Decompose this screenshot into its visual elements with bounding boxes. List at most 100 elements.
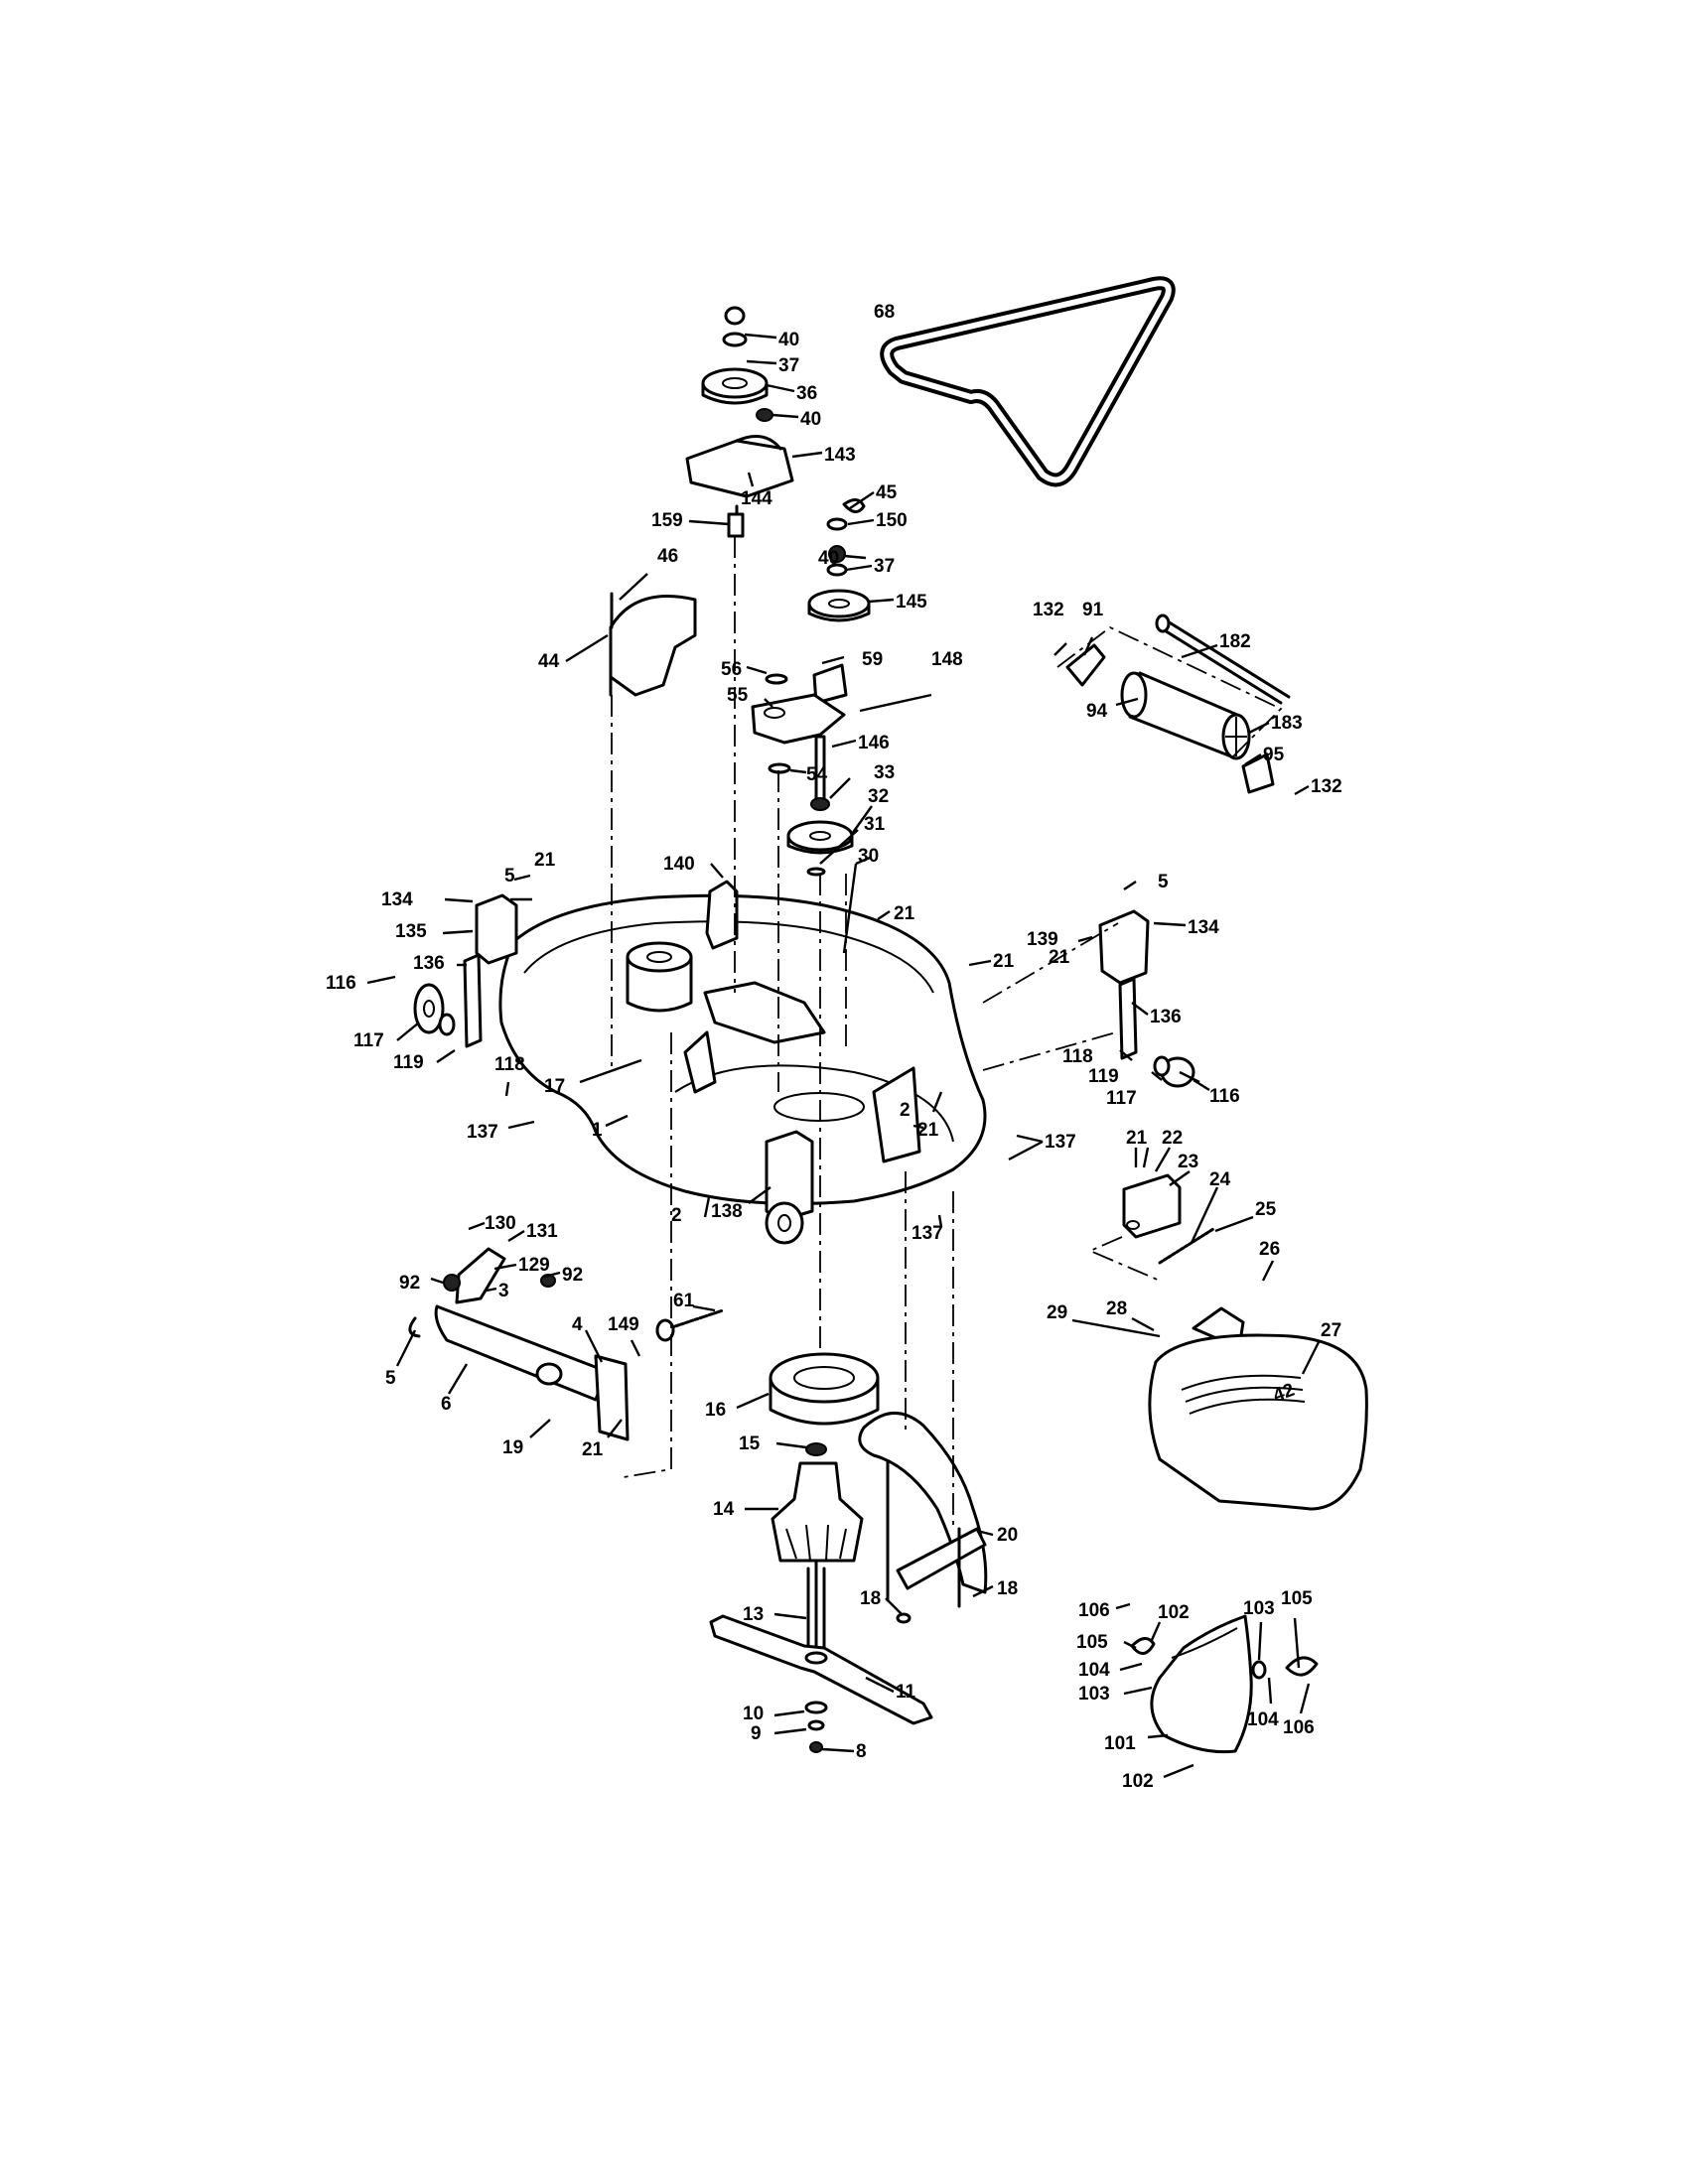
label-104: 104 (1247, 1709, 1279, 1730)
label-91: 91 (1082, 600, 1104, 620)
label-21: 21 (993, 951, 1015, 972)
label-21: 21 (894, 903, 915, 924)
label-136: 136 (413, 953, 445, 974)
label-22: 22 (1162, 1128, 1183, 1149)
mower-deck-housing-1 (498, 893, 987, 1205)
label-95: 95 (1263, 745, 1285, 765)
wheel-bracket-right (982, 909, 1195, 1088)
label-16: 16 (705, 1400, 726, 1421)
label-102: 102 (1122, 1771, 1154, 1792)
label-183: 183 (1271, 713, 1303, 734)
label-36: 36 (796, 383, 817, 404)
label-145: 145 (896, 592, 927, 613)
label-1: 1 (592, 1120, 603, 1141)
spindle-assembly-14 (771, 1442, 864, 1650)
label-106: 106 (1078, 1600, 1110, 1621)
label-21: 21 (1049, 947, 1070, 968)
label-40: 40 (778, 330, 799, 350)
idler-pulley-assembly-top (685, 306, 794, 538)
label-132: 132 (1311, 776, 1342, 797)
label-136: 136 (1150, 1007, 1182, 1027)
label-40: 40 (800, 409, 821, 430)
spring-61 (655, 1308, 725, 1342)
label-13: 13 (743, 1604, 764, 1625)
label-32: 32 (868, 786, 889, 807)
front-wheel-bracket-138 (765, 1130, 814, 1245)
mulch-plate-101 (1130, 1614, 1319, 1754)
label-130: 130 (485, 1213, 516, 1234)
label-182: 182 (1219, 631, 1251, 652)
label-31: 31 (864, 814, 886, 835)
label-137: 137 (1045, 1132, 1076, 1153)
label-37: 37 (778, 355, 799, 376)
label-4: 4 (572, 1314, 583, 1335)
wheel-bracket-left (413, 893, 518, 1048)
label-37: 37 (874, 556, 895, 577)
label-17: 17 (544, 1076, 565, 1097)
label-137: 137 (912, 1223, 943, 1244)
label-119: 119 (393, 1052, 424, 1073)
baffle-ring-16 (769, 1352, 880, 1426)
label-5: 5 (504, 866, 515, 887)
label-30: 30 (858, 846, 879, 867)
callout-labels: 68 40 37 36 40 143 144 159 45 150 40 37 … (326, 302, 1342, 1792)
label-29: 29 (1047, 1302, 1067, 1323)
label-137: 137 (467, 1122, 498, 1143)
label-33: 33 (874, 762, 895, 783)
label-118: 118 (1062, 1046, 1093, 1067)
label-134: 134 (381, 889, 413, 910)
assembly-center-lines (611, 536, 954, 1529)
label-118: 118 (494, 1054, 525, 1075)
deck-pulley-32 (786, 797, 854, 877)
label-101: 101 (1104, 1733, 1136, 1754)
bracket-140 (705, 880, 739, 950)
label-5: 5 (385, 1368, 396, 1389)
belt-guard-44 (609, 592, 697, 697)
label-149: 149 (608, 1314, 639, 1335)
label-104: 104 (1078, 1660, 1110, 1681)
label-18: 18 (860, 1588, 881, 1609)
label-5: 5 (1158, 872, 1169, 892)
label-119: 119 (1088, 1066, 1119, 1087)
label-117: 117 (1106, 1088, 1137, 1109)
label-135: 135 (395, 921, 427, 942)
label-45: 45 (876, 482, 898, 503)
label-14: 14 (713, 1499, 735, 1520)
anti-scalp-roller-94 (1056, 614, 1291, 794)
label-144: 144 (741, 488, 772, 509)
label-138: 138 (711, 1201, 743, 1222)
label-140: 140 (663, 854, 695, 875)
label-134: 134 (1188, 917, 1219, 938)
label-105: 105 (1076, 1632, 1108, 1653)
hanger-bracket-23 (1087, 1173, 1215, 1282)
label-27: 27 (1321, 1320, 1341, 1341)
label-10: 10 (743, 1704, 764, 1724)
label-18: 18 (997, 1578, 1018, 1599)
label-106: 106 (1283, 1717, 1315, 1738)
label-92: 92 (399, 1273, 420, 1294)
label-102: 102 (1158, 1602, 1190, 1623)
label-94: 94 (1086, 701, 1108, 722)
label-28: 28 (1106, 1298, 1127, 1319)
label-56: 56 (721, 659, 742, 680)
deflector-20 (858, 1412, 988, 1624)
label-55: 55 (727, 685, 749, 706)
discharge-chute-27: 42 (1148, 1306, 1368, 1511)
label-40: 40 (818, 548, 839, 569)
label-105: 105 (1281, 1588, 1313, 1609)
label-68: 68 (874, 302, 895, 323)
label-20: 20 (997, 1525, 1018, 1546)
label-150: 150 (876, 510, 908, 531)
label-159: 159 (651, 510, 683, 531)
label-116: 116 (326, 973, 356, 994)
label-117: 117 (353, 1030, 384, 1051)
blade-11 (709, 1614, 933, 1753)
belt-68 (880, 276, 1176, 487)
label-24: 24 (1209, 1169, 1231, 1190)
label-54: 54 (806, 764, 828, 785)
label-3: 3 (498, 1281, 509, 1301)
idler-pulley-assembly-second (807, 498, 871, 622)
label-26: 26 (1259, 1239, 1280, 1260)
label-2: 2 (671, 1205, 682, 1226)
